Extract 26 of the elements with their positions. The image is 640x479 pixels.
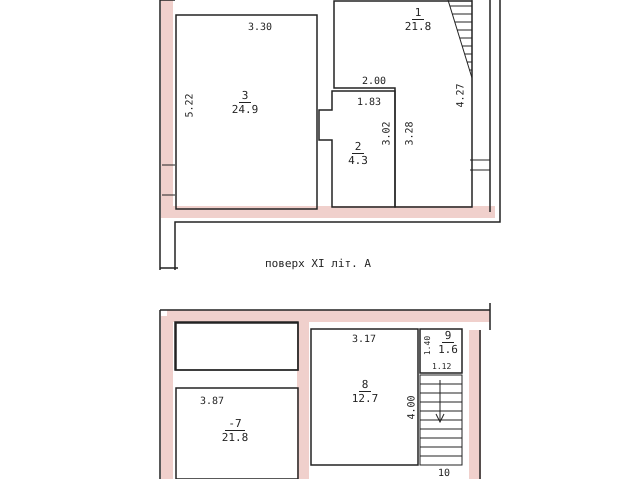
dimension-label: 4.27 [456,83,467,108]
dimension-label: 1.12 [432,361,452,372]
room-area: 24.9 [232,103,258,116]
room-area: 1.6 [438,343,458,356]
room-number: 3 [238,89,252,103]
room-number: 9 [442,329,454,343]
dimension-label: 3.28 [404,121,416,146]
dimension-label: 2.00 [362,76,386,87]
floor-caption: поверх XI літ. А [265,258,371,269]
dimension-label: 3.87 [200,396,224,407]
room-area: 21.8 [404,20,432,33]
dimension-label: 1.83 [357,97,382,108]
room-area: 21.8 [222,431,248,444]
dimension-label: 3.02 [382,121,393,146]
dimension-label: 3.17 [352,334,376,345]
room-number: 8 [358,378,372,392]
dimension-label: 1.40 [422,336,434,356]
room-number: 1 [412,6,424,20]
room-area: 12.7 [352,392,378,405]
dimension-label: 4.00 [406,395,418,420]
room-number: -7 [225,417,245,431]
dimension-label: 5.22 [184,93,196,118]
dimension-label: 10 [438,468,450,479]
room-area: 4.3 [348,154,368,167]
room-number: 2 [352,140,364,154]
dimension-label: 3.30 [248,22,272,33]
